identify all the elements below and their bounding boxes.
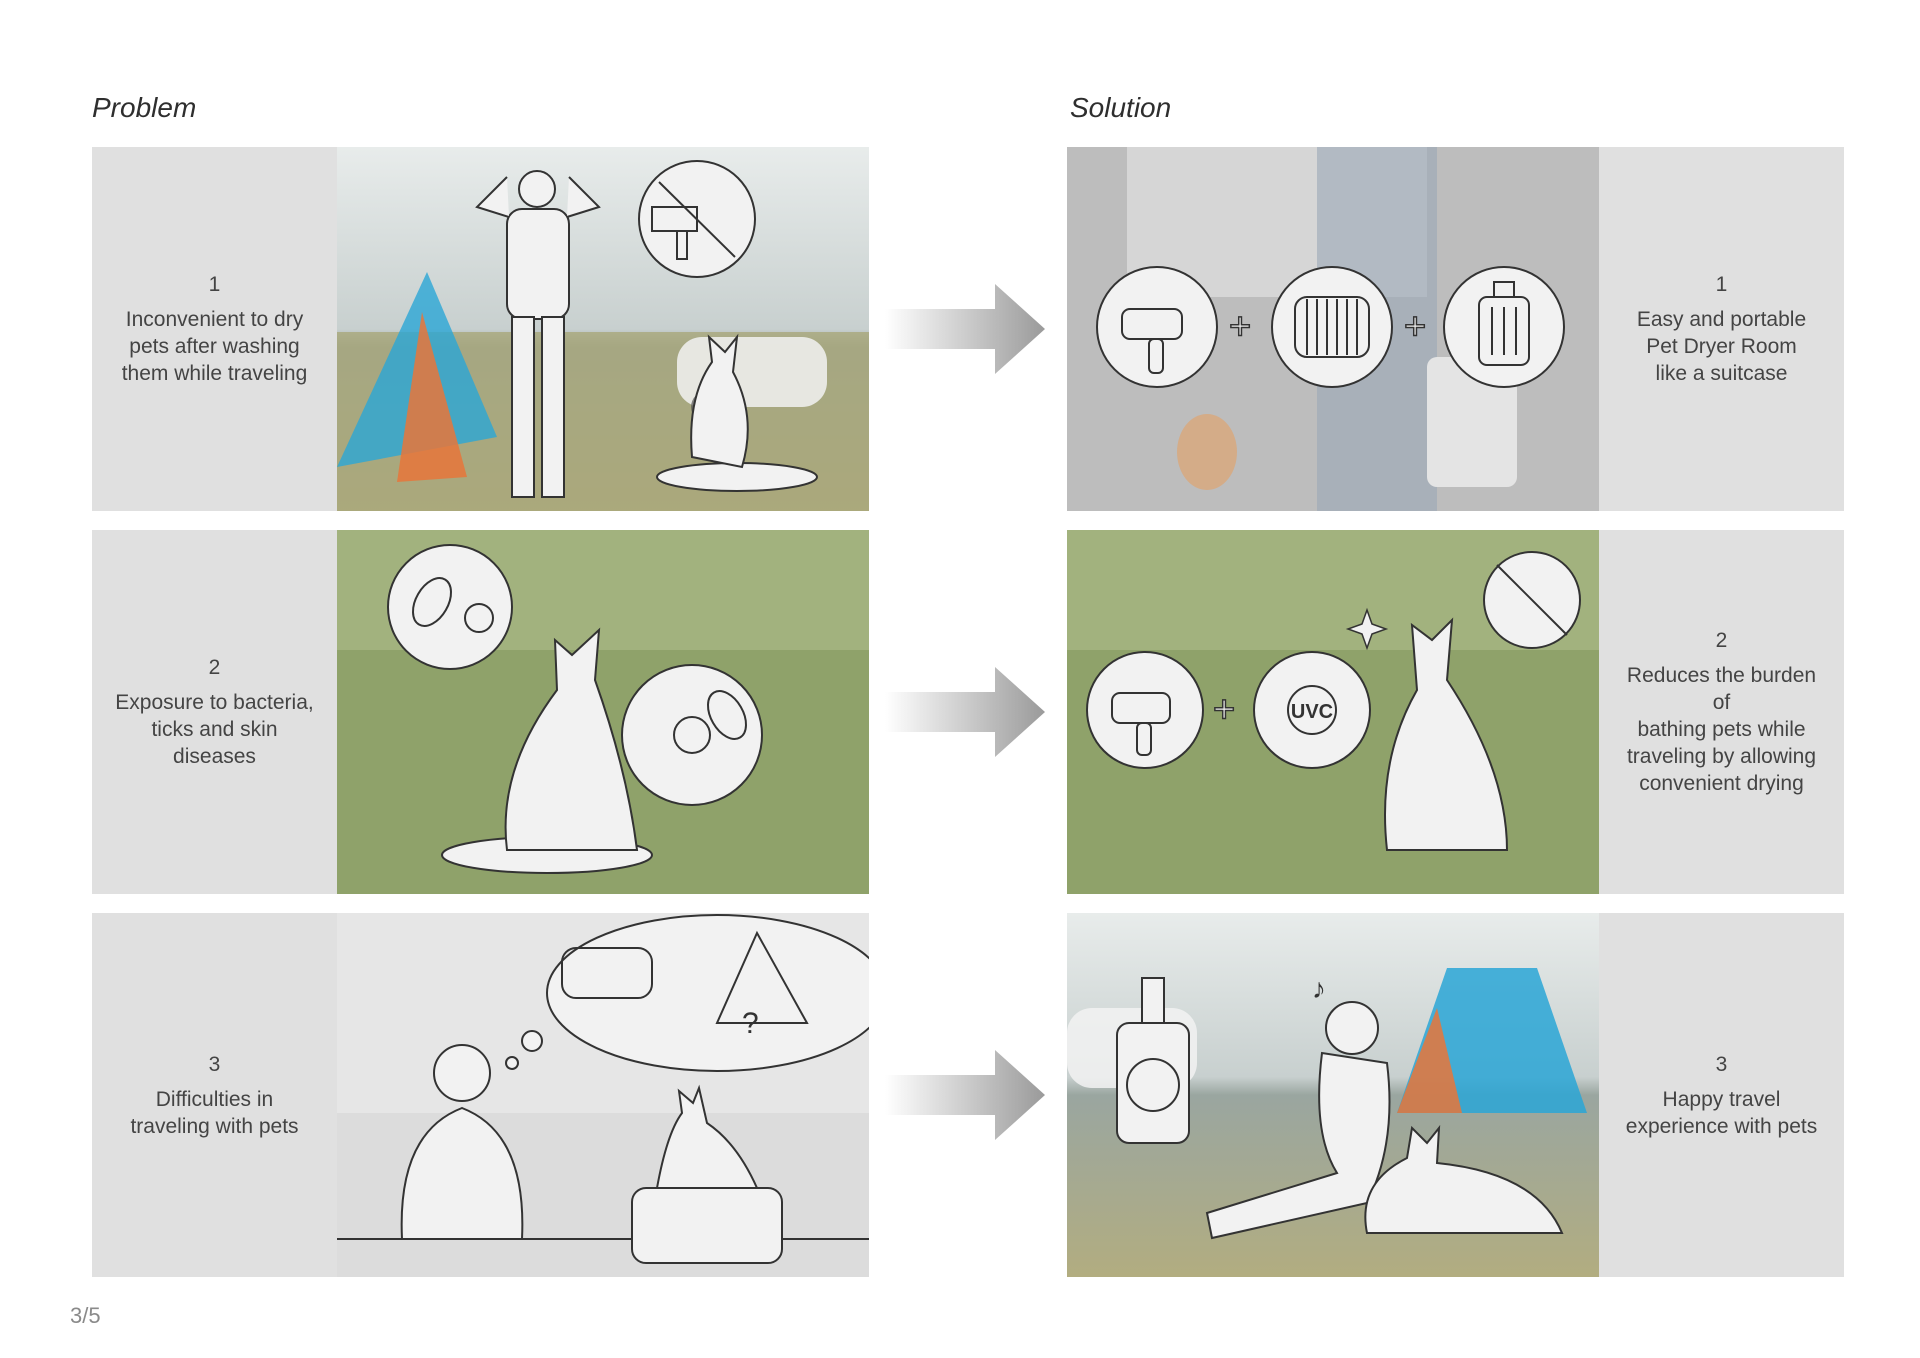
- uvc-label: UVC: [1291, 701, 1333, 723]
- arrow-right-icon-3: [885, 1050, 1045, 1140]
- no-dryer-icon: [638, 160, 756, 278]
- problem-card-3: 3 Difficulties in traveling with pets ?: [92, 913, 869, 1277]
- arrow-right-icon-1: [885, 284, 1045, 374]
- suitcase-icon: [1443, 266, 1565, 388]
- hair-dryer-icon-2: [1086, 651, 1204, 769]
- campsite-wet-dog-illustration: [337, 147, 869, 511]
- solution-card-1: + + 1 Easy and portable Pet Dryer Room l…: [1067, 147, 1844, 511]
- arrow-right-icon-2: [885, 667, 1045, 757]
- wet-dog-icon: [656, 333, 818, 492]
- thinking-man-illustration: ?: [337, 913, 869, 1277]
- problem-number-1: 1: [208, 273, 221, 296]
- relaxing-person-icon: [1205, 1001, 1391, 1240]
- plus-icon-1: +: [1229, 306, 1251, 348]
- uvc-clean-dog-illustration: + UVC: [1067, 530, 1599, 894]
- suitcase-product-icon: [1116, 977, 1190, 1144]
- solution-text-panel-1: 1 Easy and portable Pet Dryer Room like …: [1599, 147, 1844, 511]
- problem-number-2: 2: [208, 656, 221, 679]
- germ-bubble-icon: [621, 664, 763, 806]
- problem-description-2: Exposure to bacteria, ticks and skin dis…: [115, 691, 314, 768]
- plus-icon-3: +: [1213, 689, 1235, 731]
- solution-card-2: + UVC 2 Reduces the burden of bathing pe…: [1067, 530, 1844, 894]
- dog-on-bag-icon: [631, 1084, 783, 1264]
- problem-photo-3: ?: [337, 913, 869, 1277]
- problem-text-panel-3: 3 Difficulties in traveling with pets: [92, 913, 337, 1277]
- solution-number-2: 2: [1715, 629, 1728, 652]
- problem-text-panel-2: 2 Exposure to bacteria, ticks and skin d…: [92, 530, 337, 894]
- drying-room-coil-icon: [1271, 266, 1393, 388]
- thought-bubble-icon: ?: [505, 914, 869, 1072]
- wet-cat-dog-icon: [441, 627, 653, 874]
- music-note-icon: ♪: [1312, 973, 1326, 1004]
- uvc-light-icon: UVC: [1253, 651, 1371, 769]
- bacteria-bubble-icon: [387, 544, 513, 670]
- problem-text-panel-1: 1 Inconvenient to dry pets after washing…: [92, 147, 337, 511]
- no-bacteria-icon: [1483, 551, 1581, 649]
- solution-description-2: Reduces the burden of bathing pets while…: [1626, 664, 1817, 795]
- happy-travel-illustration: ♪: [1067, 913, 1599, 1277]
- solution-description-1: Easy and portable Pet Dryer Room like a …: [1636, 308, 1807, 385]
- frustrated-man-icon: [475, 170, 601, 498]
- problem-description-3: Difficulties in traveling with pets: [130, 1087, 299, 1138]
- dryer-room-suitcase-illustration: + +: [1067, 147, 1599, 511]
- solution-card-3: ♪ 3 Happy travel experience with pets: [1067, 913, 1844, 1277]
- problem-heading: Problem: [92, 92, 197, 123]
- solution-photo-2: + UVC: [1067, 530, 1599, 894]
- problem-number-3: 3: [208, 1052, 221, 1076]
- solution-text-panel-3: 3 Happy travel experience with pets: [1599, 913, 1844, 1277]
- problem-description-1: Inconvenient to dry pets after washing t…: [121, 308, 308, 385]
- solution-number-3: 3: [1715, 1052, 1728, 1076]
- thinking-man-icon: [400, 1044, 524, 1240]
- question-mark-icon: ?: [742, 1007, 759, 1040]
- problem-photo-2: [337, 530, 869, 894]
- page-number: 3/5: [70, 1303, 101, 1328]
- solution-heading: Solution: [1070, 92, 1172, 123]
- plus-icon-2: +: [1404, 306, 1426, 348]
- solution-photo-1: + +: [1067, 147, 1599, 511]
- hair-dryer-icon: [1096, 266, 1218, 388]
- solution-number-1: 1: [1715, 273, 1728, 296]
- clean-dog-icon: [1384, 617, 1509, 851]
- solution-photo-3: ♪: [1067, 913, 1599, 1277]
- problem-card-1: 1 Inconvenient to dry pets after washing…: [92, 147, 869, 511]
- problem-photo-1: [337, 147, 869, 511]
- problem-card-2: 2 Exposure to bacteria, ticks and skin d…: [92, 530, 869, 894]
- sparkle-icon: [1345, 607, 1389, 651]
- dog-bacteria-illustration: [337, 530, 869, 894]
- solution-text-panel-2: 2 Reduces the burden of bathing pets whi…: [1599, 530, 1844, 894]
- solution-description-3: Happy travel experience with pets: [1625, 1087, 1818, 1138]
- resting-dog-icon: [1364, 1124, 1564, 1234]
